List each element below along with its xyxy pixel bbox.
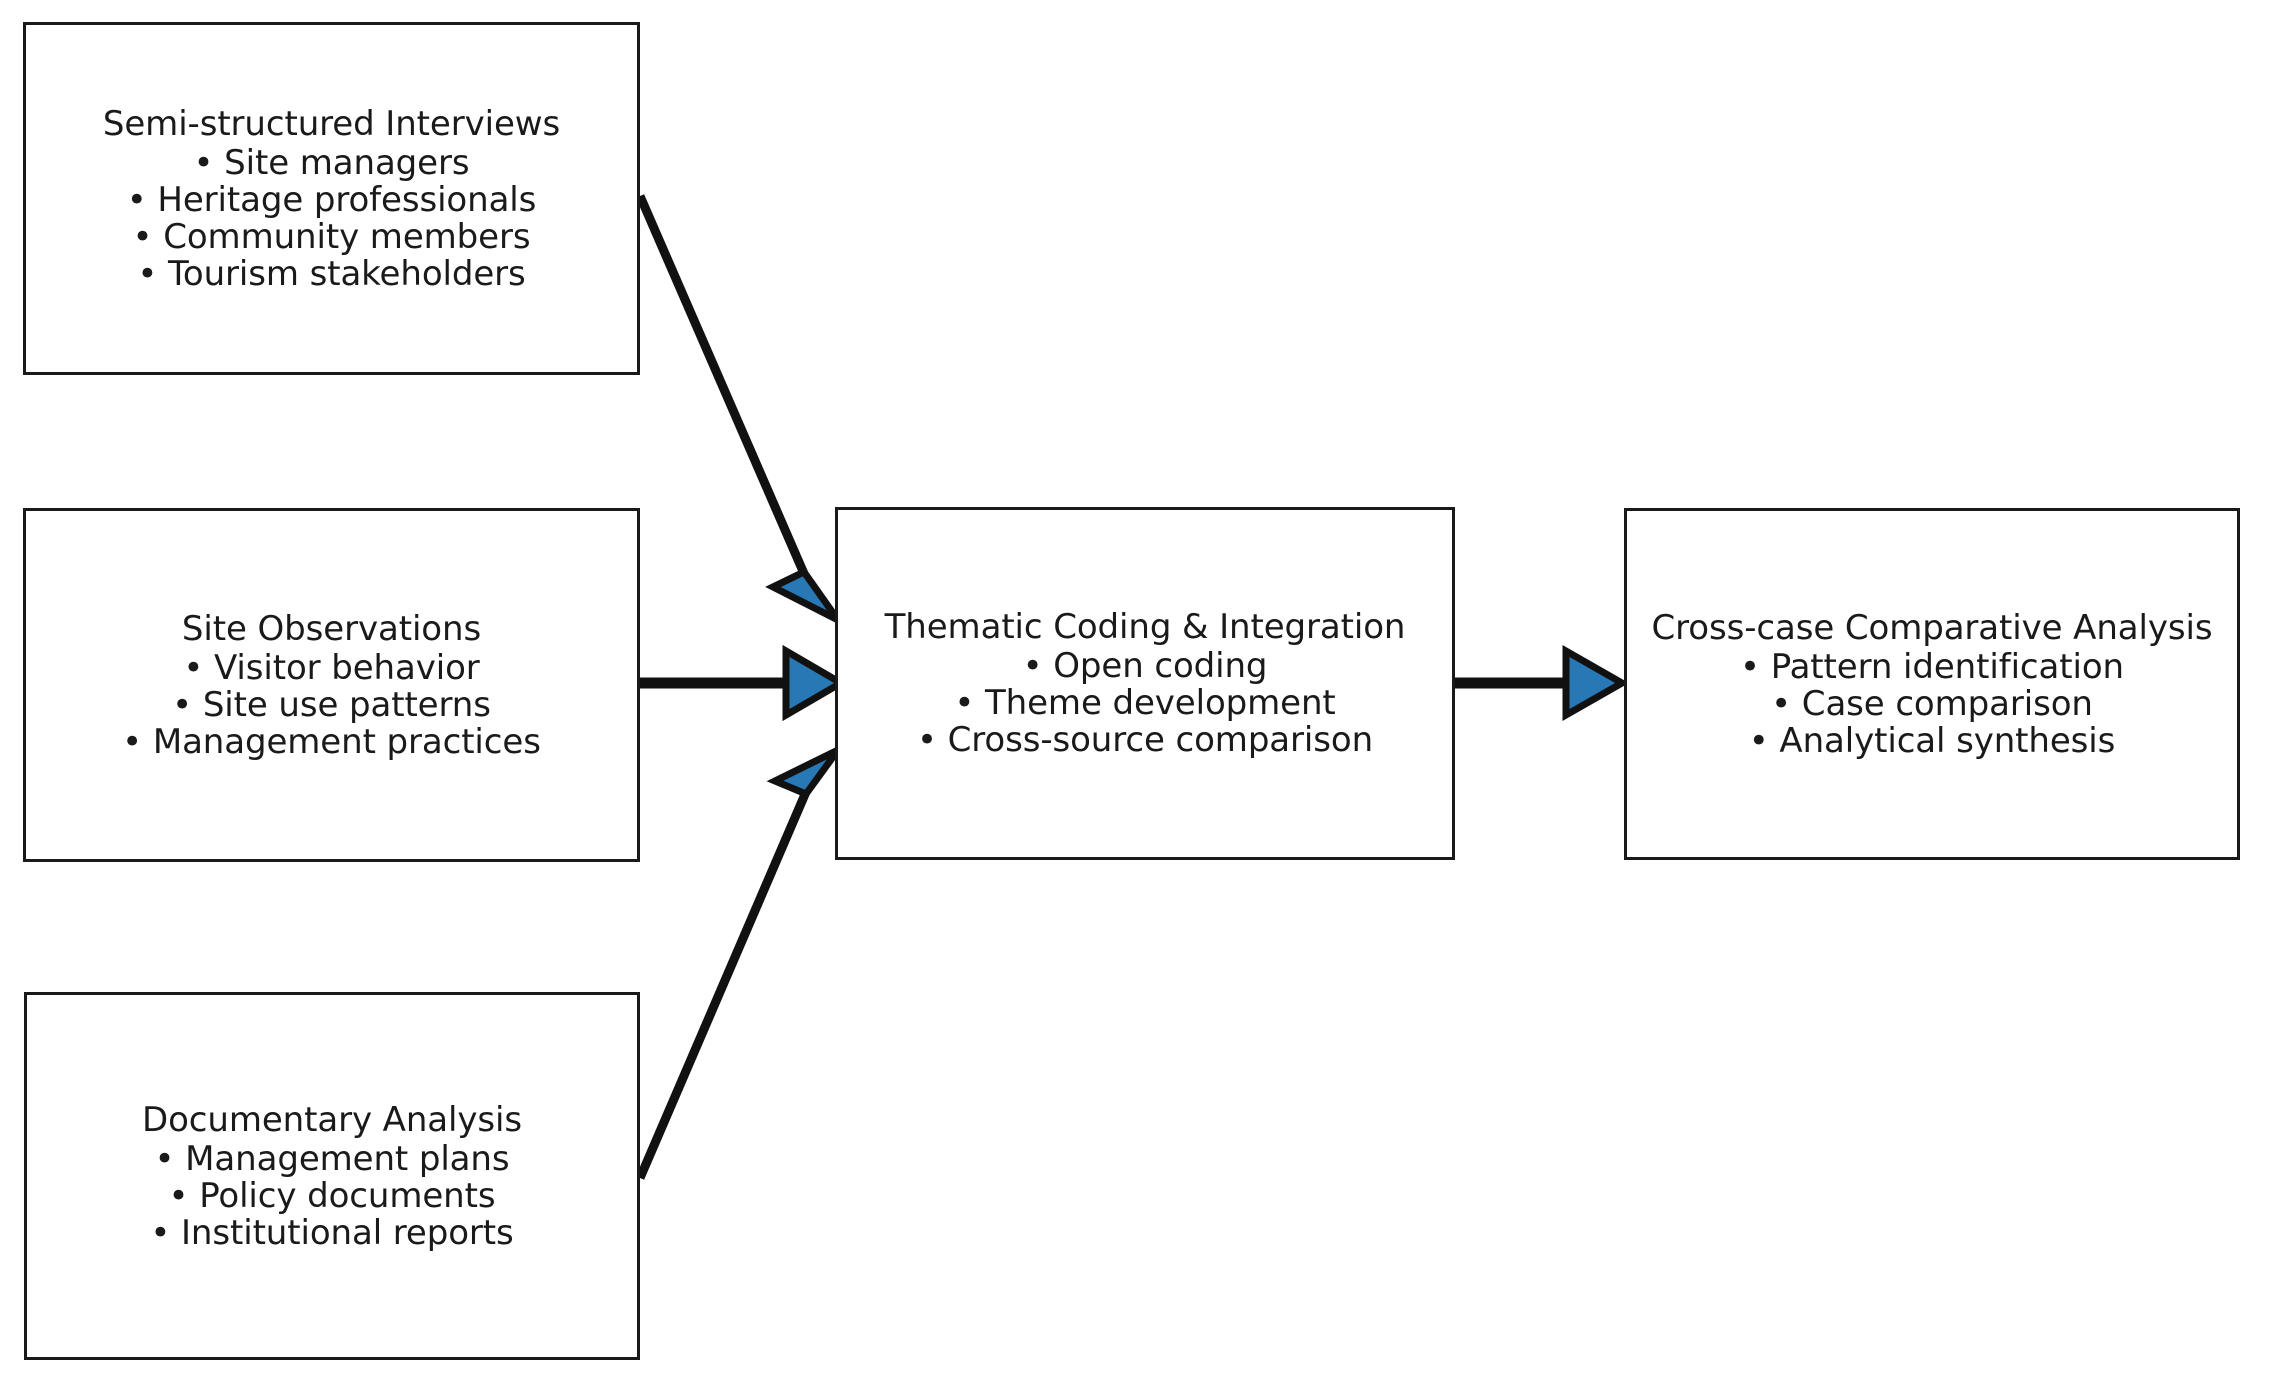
node-content: Thematic Coding & Integration • Open cod… <box>838 610 1452 757</box>
node-title: Cross-case Comparative Analysis <box>1651 607 2213 648</box>
node-content: Semi-structured Interviews • Site manage… <box>26 107 637 291</box>
node-bullet-item: • Management practices <box>122 721 541 762</box>
node-bullet-item: • Theme development <box>954 683 1336 723</box>
node-content: Documentary Analysis • Management plans … <box>27 1103 637 1250</box>
node-bullet-item: • Visitor behavior <box>183 647 480 688</box>
node-bullet-item: • Institutional reports <box>150 1212 514 1253</box>
node-bullet-list: • Pattern identification • Case comparis… <box>1627 647 2237 758</box>
node-semi-structured-interviews[interactable]: Semi-structured Interviews • Site manage… <box>23 22 640 375</box>
node-bullet-list: • Visitor behavior • Site use patterns •… <box>26 648 637 759</box>
node-bullet-item: • Analytical synthesis <box>1748 720 2116 761</box>
node-cross-case-comparative-analysis[interactable]: Cross-case Comparative Analysis • Patter… <box>1624 508 2240 860</box>
node-documentary-analysis[interactable]: Documentary Analysis • Management plans … <box>24 992 640 1360</box>
node-thematic-coding-integration[interactable]: Thematic Coding & Integration • Open cod… <box>835 507 1455 860</box>
node-bullet-item: • Management plans <box>154 1138 510 1179</box>
node-bullet-item: • Case comparison <box>1771 683 2093 724</box>
node-bullet-item: • Site use patterns <box>172 684 491 725</box>
node-bullet-item: • Pattern identification <box>1740 646 2124 687</box>
node-title: Documentary Analysis <box>142 1099 522 1140</box>
edge-interviews-to-thematic <box>635 194 841 624</box>
node-title: Site Observations <box>181 608 482 649</box>
node-bullet-list: • Site managers • Heritage professionals… <box>26 143 637 291</box>
edge-observations-to-thematic <box>640 644 848 722</box>
node-content: Site Observations • Visitor behavior • S… <box>26 612 637 759</box>
node-bullet-item: • Community members <box>132 216 531 257</box>
node-bullet-item: • Site managers <box>193 142 470 183</box>
node-content: Cross-case Comparative Analysis • Patter… <box>1627 611 2237 758</box>
node-bullet-item: • Heritage professionals <box>126 179 537 220</box>
node-title: Thematic Coding & Integration <box>884 607 1406 647</box>
node-bullet-item: • Tourism stakeholders <box>137 253 526 294</box>
node-bullet-item: • Cross-source comparison <box>916 720 1374 760</box>
edge-thematic-to-crosscase <box>1455 644 1630 722</box>
edge-documentary-to-thematic <box>635 746 841 1180</box>
node-bullet-list: • Management plans • Policy documents • … <box>27 1139 637 1250</box>
node-title: Semi-structured Interviews <box>102 103 561 144</box>
node-bullet-item: • Open coding <box>1022 646 1268 686</box>
node-site-observations[interactable]: Site Observations • Visitor behavior • S… <box>23 508 640 862</box>
node-bullet-item: • Policy documents <box>168 1175 496 1216</box>
node-bullet-list: • Open coding • Theme development • Cros… <box>838 646 1452 757</box>
